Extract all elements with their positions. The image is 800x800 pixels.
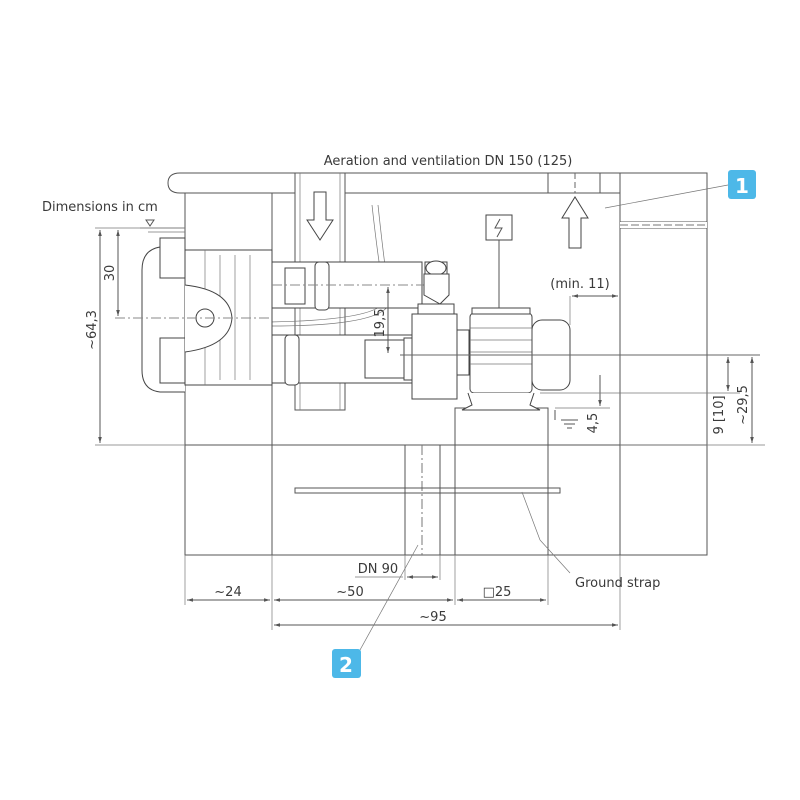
dim-nozzle-height: 30 [103,265,118,282]
dim-total-height: ~64,3 [85,310,100,350]
svg-text:1: 1 [735,174,749,198]
svg-text:2: 2 [339,653,353,677]
callout-1: 1 [728,170,756,199]
dim-shaft-height: 9 [10] [712,395,727,434]
ground-strap-label: Ground strap [575,576,660,591]
lightning-icon [494,218,503,238]
dim-pit-width: ~95 [419,610,446,625]
callout-2: 2 [332,649,361,678]
counter-current-nozzle [141,237,273,393]
pump-plinth [454,407,549,446]
dimension-lines [95,184,765,651]
dim-pipe-run: ~50 [336,585,363,600]
dim-pipe-spacing: 19,5 [373,309,388,338]
ground-icon [554,410,578,429]
air-up-arrow-icon [561,196,589,249]
floor [184,444,708,556]
dim-plinth-size: □25 [483,585,512,600]
dim-min-clearance: (min. 11) [550,277,609,292]
upper-pipe [271,261,430,311]
lower-pipe [271,334,415,386]
right-wall [619,172,708,446]
dim-wall-thickness: ~24 [214,585,241,600]
dim-plinth-height: 4,5 [586,413,601,434]
units-note: Dimensions in cm [42,200,158,215]
dim-total-right-height: ~29,5 [736,385,751,425]
title: Aeration and ventilation DN 150 (125) [324,154,573,169]
air-down-arrow-icon [306,191,334,241]
water-level-icon [145,219,155,227]
pump [400,260,760,411]
dim-drain: DN 90 [358,562,398,577]
ground-strap-bar [294,487,561,494]
top-slab [167,172,621,194]
